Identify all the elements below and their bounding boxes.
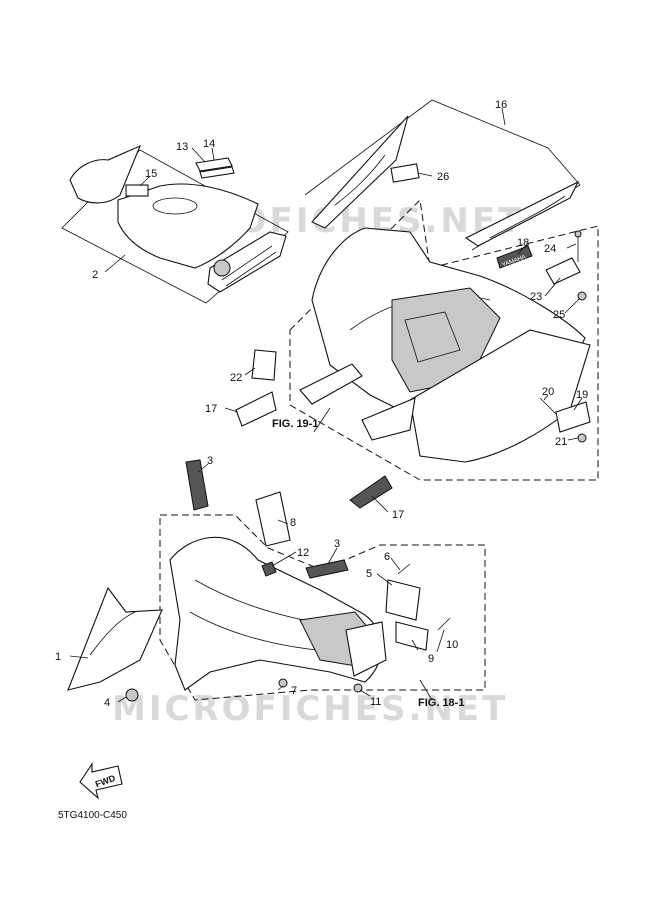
callout-3-lower: 3 (334, 538, 340, 550)
screw-10 (437, 617, 451, 631)
callout-26: 26 (437, 171, 449, 183)
decal-17-upper (235, 391, 277, 427)
callout-4: 4 (104, 697, 110, 709)
callout-5: 5 (366, 568, 372, 580)
side-cover (345, 621, 387, 677)
tank-cover-group (61, 144, 289, 304)
mudflap-left (361, 397, 416, 441)
callout-24: 24 (544, 243, 556, 255)
callout-1: 1 (55, 651, 61, 663)
callout-19: 19 (576, 389, 588, 401)
callout-14: 14 (203, 138, 215, 150)
callout-25: 25 (553, 309, 565, 321)
callout-15: 15 (145, 168, 157, 180)
plate-19 (555, 401, 591, 433)
forward-arrow-icon: FWD (79, 762, 123, 800)
callout-17-upper: 17 (205, 403, 217, 415)
bolt-20 (539, 397, 557, 415)
seat-fender-group: YAMAHA (235, 99, 599, 509)
side-decal-tank (207, 231, 287, 293)
decal-3-upper (185, 459, 209, 511)
seat-decal-right (464, 180, 580, 247)
callout-10: 10 (446, 639, 458, 651)
decal-8 (255, 491, 291, 547)
callout-7: 7 (291, 685, 297, 697)
seat-decal-right-stripe (489, 195, 566, 239)
callout-20: 20 (542, 386, 554, 398)
tank-side-panel (69, 144, 142, 204)
leader-lines (69, 107, 583, 703)
callouts: 1 2 3 3 4 5 6 7 8 9 10 11 12 13 14 15 16… (55, 99, 588, 709)
figure-ref-19-1: FIG. 19-1 (272, 418, 318, 430)
storage-inner (404, 311, 461, 363)
diagram-code: 5TG4100-C450 (58, 810, 127, 821)
callout-11: 11 (370, 696, 381, 708)
bracket-23 (545, 257, 581, 285)
callout-9: 9 (428, 653, 434, 665)
nut-21 (577, 433, 587, 443)
decal-14 (199, 166, 235, 179)
decal-22 (251, 349, 277, 381)
callout-23: 23 (530, 291, 542, 303)
plate-9 (395, 621, 429, 651)
decal-3-lower (305, 559, 349, 579)
seat-decal-left (311, 115, 409, 229)
bolt-24-head (574, 230, 582, 238)
callout-21: 21 (555, 436, 567, 448)
watermark-lower: MICROFICHES.NET (112, 689, 508, 729)
fender-decal-1 (67, 586, 163, 691)
callout-2: 2 (92, 269, 98, 281)
tank-emblem (213, 259, 231, 277)
callout-12: 12 (297, 547, 309, 559)
decal-15 (125, 184, 149, 197)
callout-22: 22 (230, 372, 242, 384)
group-19-1-frame (289, 198, 599, 481)
callout-6: 6 (384, 551, 390, 563)
callout-16: 16 (495, 99, 507, 111)
emblem-4 (125, 688, 139, 702)
screw-6 (397, 563, 411, 575)
decal-18 (496, 245, 533, 269)
callout-8: 8 (290, 517, 296, 529)
fender-rail-left (299, 363, 363, 405)
callout-3-upper: 3 (207, 455, 213, 467)
nut-7 (278, 678, 288, 688)
decal-26 (390, 163, 420, 183)
seat-decal-left-stripe (334, 154, 386, 206)
figure-ref-18-1: FIG. 18-1 (418, 697, 464, 709)
side-decal-stripes (221, 245, 277, 287)
callout-17-lower: 17 (392, 509, 404, 521)
front-fender-group (67, 459, 486, 702)
decal-17-lower (349, 475, 393, 509)
fender-decal-1-stripe (89, 611, 136, 656)
fuel-cap-opening (152, 197, 198, 215)
plate-5 (385, 579, 421, 621)
callout-18: 18 (517, 237, 529, 249)
callout-13: 13 (176, 141, 188, 153)
decal-13 (195, 157, 233, 172)
